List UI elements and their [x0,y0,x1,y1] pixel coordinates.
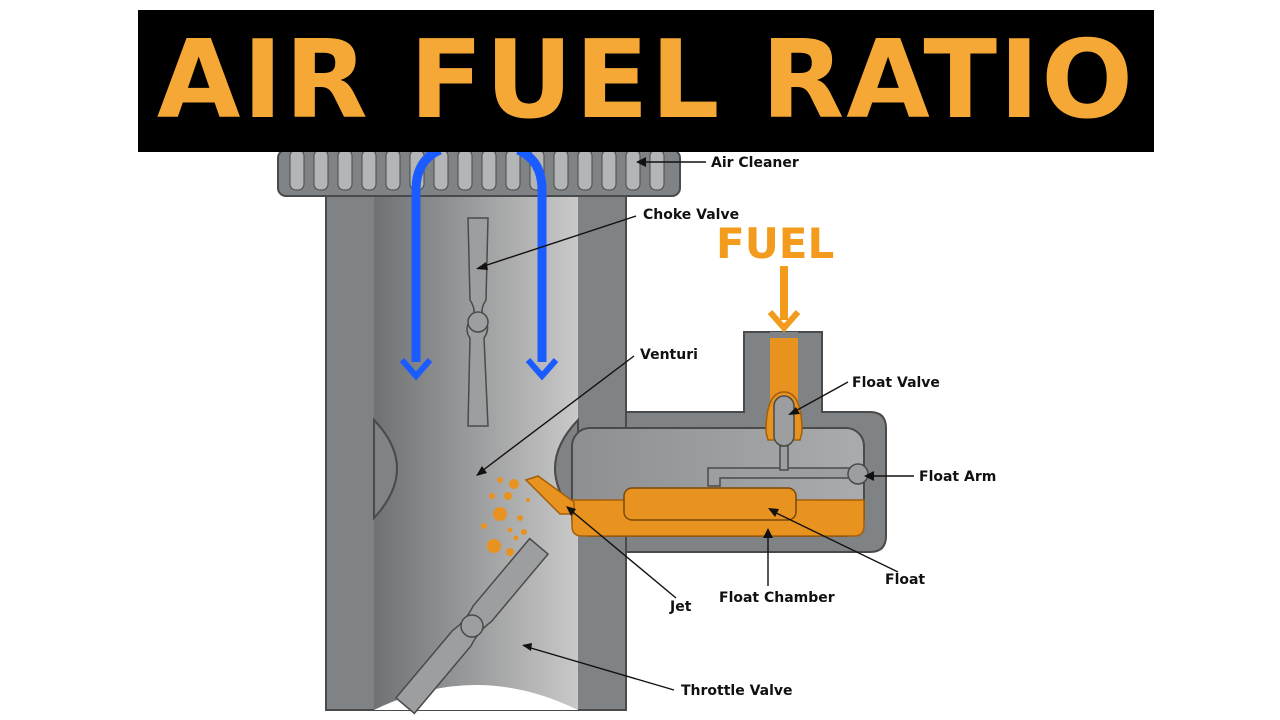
float-arm [707,463,869,487]
float [623,487,797,521]
fuel-droplets [481,477,530,556]
label-choke-valve: Choke Valve [643,207,739,223]
leader-arrowheads [476,157,874,651]
label-float: Float [885,572,925,588]
throttle-valve [394,537,550,715]
label-air-cleaner: Air Cleaner [711,155,799,171]
label-venturi: Venturi [640,347,698,363]
choke-valve [466,217,489,427]
leader-lines [477,161,914,691]
float-valve [765,391,803,471]
air-cleaner-slots [289,149,665,191]
label-float-valve: Float Valve [852,375,940,391]
fuel-label: FUEL [716,219,834,268]
airflow-arrows [399,145,559,381]
label-jet: Jet [669,599,692,615]
air-cleaner [277,149,681,197]
fuel-arrow [767,266,801,333]
title-banner: AIR FUEL RATIO [138,10,1154,152]
label-float-chamber: Float Chamber [719,590,835,606]
label-float-arm: Float Arm [919,469,996,485]
label-throttle-valve: Throttle Valve [681,683,793,699]
jet [524,475,575,515]
page-title: AIR FUEL RATIO [156,18,1136,143]
